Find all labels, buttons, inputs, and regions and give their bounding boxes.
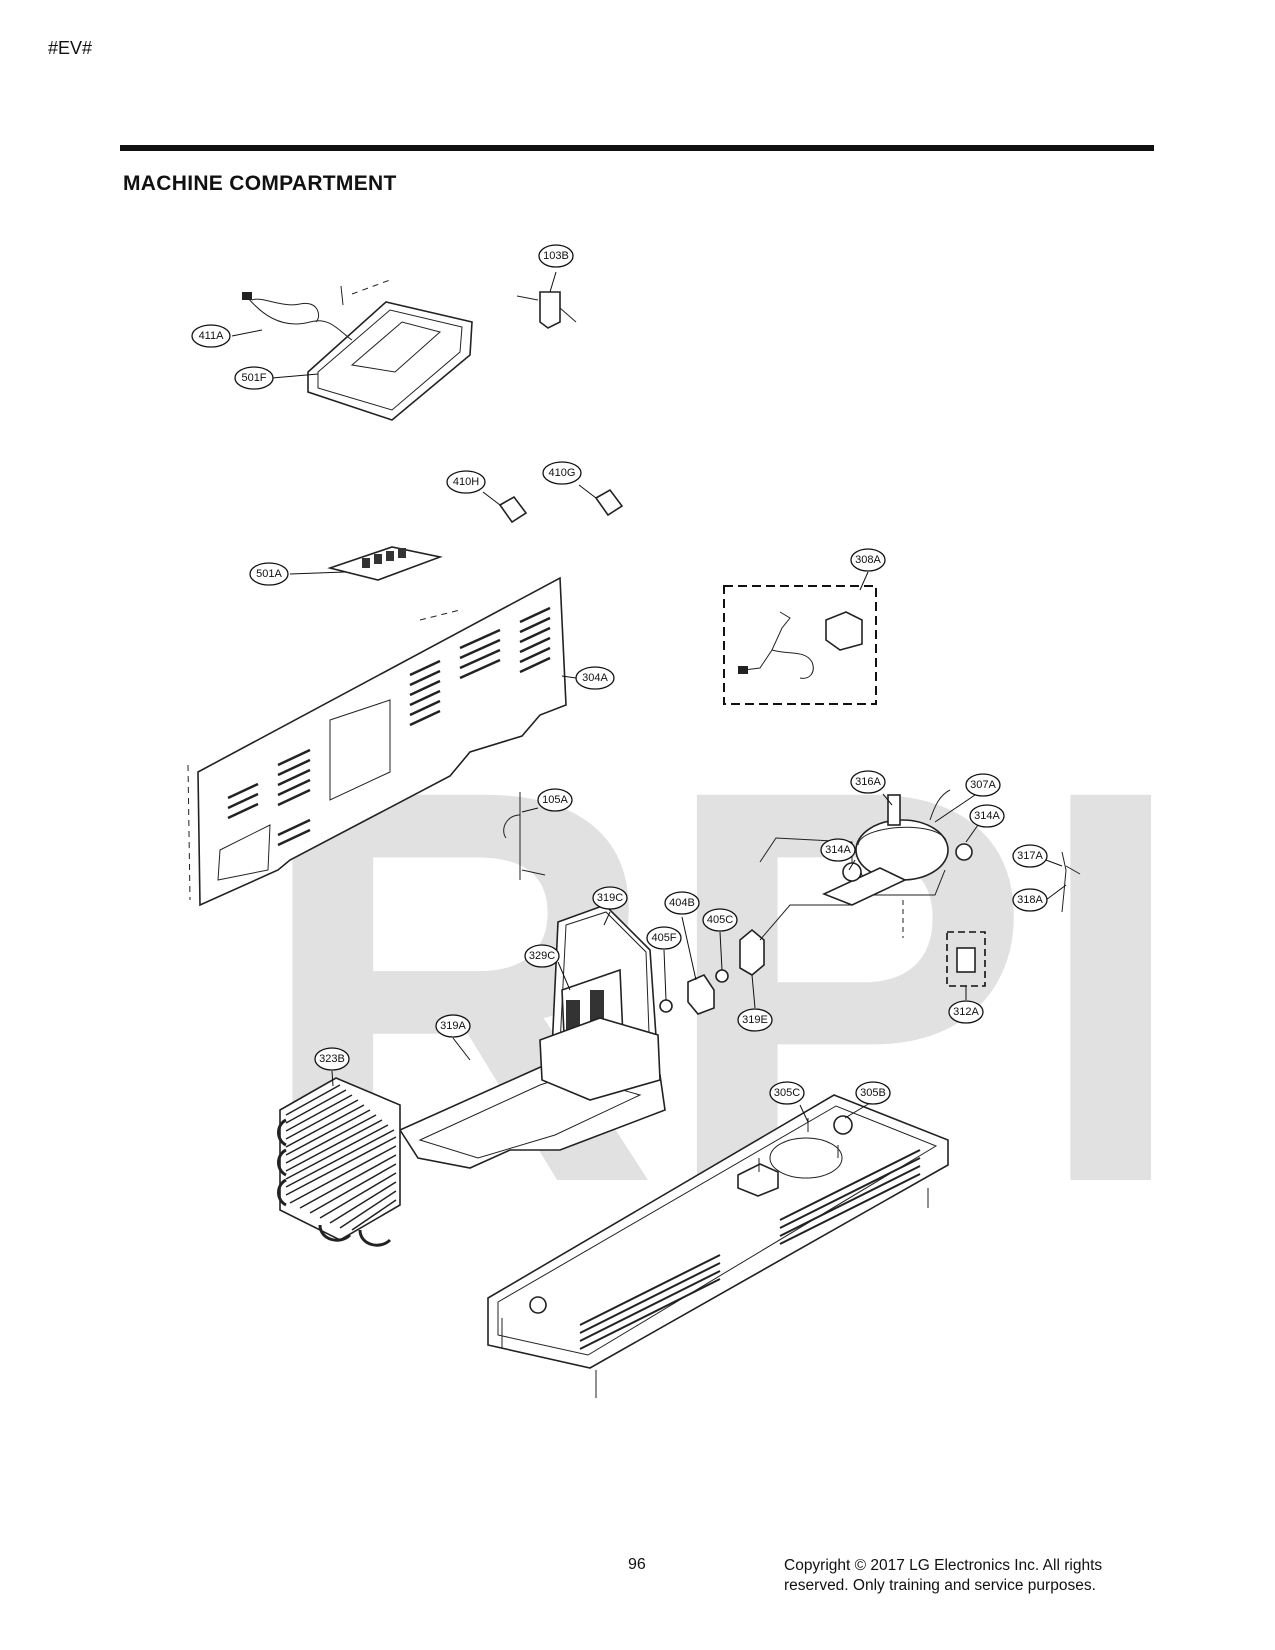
part-back-panel bbox=[187, 576, 567, 907]
svg-text:501A: 501A bbox=[256, 568, 282, 580]
svg-text:501F: 501F bbox=[241, 372, 266, 384]
svg-text:103B: 103B bbox=[543, 250, 569, 262]
screw-icon bbox=[340, 285, 344, 306]
dashed-guide bbox=[351, 279, 391, 295]
callout-103B: 103B bbox=[538, 244, 574, 268]
header-tag: #EV# bbox=[48, 38, 93, 58]
callout-329C: 329C bbox=[524, 944, 560, 968]
callout-501A: 501A bbox=[249, 562, 289, 586]
svg-text:305B: 305B bbox=[860, 1087, 886, 1099]
callout-410G: 410G bbox=[542, 461, 582, 485]
svg-text:329C: 329C bbox=[529, 950, 555, 962]
callout-305B: 305B bbox=[855, 1081, 891, 1105]
part-power-cord bbox=[242, 292, 353, 341]
svg-text:105A: 105A bbox=[542, 794, 568, 806]
svg-text:319C: 319C bbox=[597, 892, 623, 904]
part-fan-motor bbox=[659, 969, 729, 1015]
part-relay-assembly bbox=[723, 585, 877, 705]
part-capacitor-h bbox=[482, 491, 528, 524]
callout-312A: 312A bbox=[948, 1000, 984, 1024]
callout-501F: 501F bbox=[234, 366, 274, 390]
part-compressor bbox=[759, 789, 973, 941]
leader-lines bbox=[231, 271, 1067, 1123]
part-cover-tray bbox=[307, 301, 473, 421]
callout-410H: 410H bbox=[446, 470, 486, 494]
callout-314A-right: 314A bbox=[969, 804, 1005, 828]
callout-411A: 411A bbox=[191, 324, 231, 348]
svg-text:316A: 316A bbox=[855, 776, 881, 788]
callout-405C: 405C bbox=[702, 908, 738, 932]
svg-text:314A: 314A bbox=[974, 810, 1000, 822]
svg-text:312A: 312A bbox=[953, 1006, 979, 1018]
svg-text:308A: 308A bbox=[855, 554, 881, 566]
callout-319E: 319E bbox=[737, 1008, 773, 1032]
callout-105A: 105A bbox=[537, 788, 573, 812]
part-pcb bbox=[327, 546, 443, 581]
callout-316A: 316A bbox=[850, 770, 886, 794]
svg-text:405C: 405C bbox=[707, 914, 733, 926]
part-condenser-coil bbox=[277, 1077, 401, 1247]
part-bracket bbox=[516, 291, 577, 329]
svg-text:319E: 319E bbox=[742, 1014, 768, 1026]
callout-319C: 319C bbox=[592, 886, 628, 910]
svg-text:410H: 410H bbox=[453, 476, 479, 488]
svg-text:404B: 404B bbox=[669, 897, 695, 909]
callout-314A-left: 314A bbox=[820, 838, 856, 862]
callout-319A: 319A bbox=[435, 1014, 471, 1038]
section-title: MACHINE COMPARTMENT bbox=[123, 172, 397, 195]
svg-text:323B: 323B bbox=[319, 1053, 345, 1065]
svg-text:411A: 411A bbox=[199, 330, 225, 342]
part-capacitor-g bbox=[578, 484, 624, 517]
callout-323B: 323B bbox=[314, 1047, 350, 1071]
svg-text:314A: 314A bbox=[825, 844, 851, 856]
part-base-plate bbox=[487, 1094, 949, 1398]
page-number: 96 bbox=[628, 1556, 646, 1573]
header-rule bbox=[120, 145, 1154, 151]
svg-text:304A: 304A bbox=[582, 672, 608, 684]
callout-305C: 305C bbox=[769, 1081, 805, 1105]
svg-text:319A: 319A bbox=[440, 1020, 466, 1032]
callout-307A: 307A bbox=[965, 773, 1001, 797]
callout-404B: 404B bbox=[664, 891, 700, 915]
svg-text:305C: 305C bbox=[774, 1087, 800, 1099]
svg-text:318A: 318A bbox=[1017, 894, 1043, 906]
copyright-notice: Copyright © 2017 LG Electronics Inc. All… bbox=[784, 1557, 1103, 1594]
part-drain-tube bbox=[503, 792, 546, 880]
svg-text:410G: 410G bbox=[549, 467, 576, 479]
callout-317A: 317A bbox=[1012, 844, 1048, 868]
part-fan-bracket bbox=[739, 928, 765, 976]
callout-318A: 318A bbox=[1012, 888, 1048, 912]
svg-text:405F: 405F bbox=[651, 932, 676, 944]
svg-text:317A: 317A bbox=[1017, 850, 1043, 862]
callout-308A: 308A bbox=[850, 548, 886, 572]
part-base-tray bbox=[398, 1017, 666, 1169]
part-terminal bbox=[1061, 851, 1081, 913]
svg-text:307A: 307A bbox=[970, 779, 996, 791]
callout-405F: 405F bbox=[646, 926, 682, 950]
callout-304A: 304A bbox=[575, 666, 615, 690]
